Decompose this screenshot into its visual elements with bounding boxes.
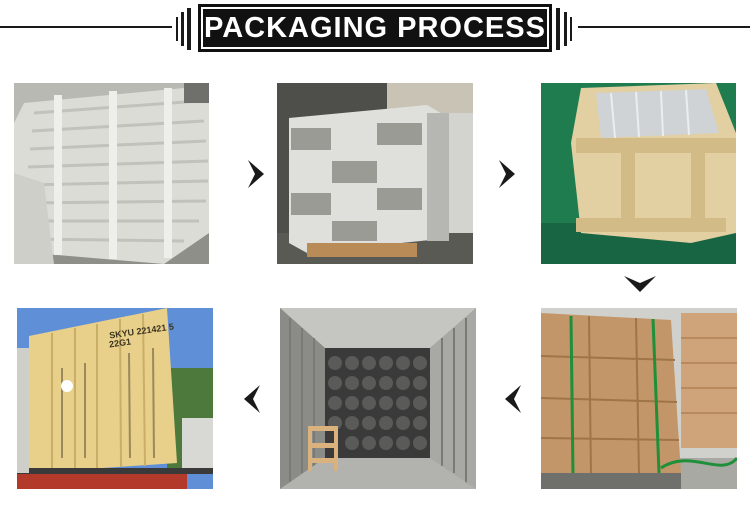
chevron-down-icon — [624, 276, 656, 292]
photo-crate — [541, 83, 736, 264]
photo-container-truck: SKYU 221421 5 22G1 — [17, 308, 213, 489]
page-title: PACKAGING PROCESS — [204, 11, 546, 44]
chevron-left-icon — [505, 385, 521, 413]
photo-pallet — [277, 83, 473, 264]
chevron-left-icon — [244, 385, 260, 413]
header: PACKAGING PROCESS — [0, 0, 750, 60]
photo-bundled-pipes — [14, 83, 209, 264]
header-rule-right — [578, 26, 750, 28]
chevron-right-icon — [248, 160, 264, 188]
header-rule-left — [0, 26, 172, 28]
photo-container-interior — [280, 308, 476, 489]
header-bars-left — [176, 8, 196, 50]
title-banner: PACKAGING PROCESS — [198, 4, 552, 52]
chevron-right-icon — [499, 160, 515, 188]
header-bars-right — [556, 8, 576, 50]
photo-cartons — [541, 308, 737, 489]
